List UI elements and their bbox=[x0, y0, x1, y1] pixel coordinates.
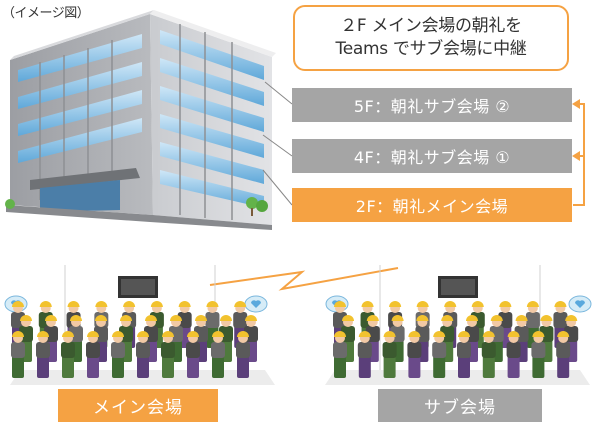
relay-arrows bbox=[572, 99, 585, 206]
worker-figure bbox=[36, 331, 50, 378]
worker-figure bbox=[161, 331, 175, 378]
worker-figure bbox=[111, 331, 125, 378]
venue-label-sub: サブ会場 bbox=[378, 389, 542, 422]
diagram-caption: （イメージ図） bbox=[2, 6, 90, 21]
worker-figure bbox=[556, 331, 571, 378]
worker-figure bbox=[553, 301, 568, 348]
office-building-illustration bbox=[5, 10, 276, 230]
floor-label-5f: 5F：朝礼サブ会場 ② bbox=[292, 88, 572, 122]
worker-figure bbox=[457, 331, 471, 378]
streaming-link-icon bbox=[209, 267, 399, 291]
worker-figure bbox=[407, 331, 422, 378]
worker-figure bbox=[186, 331, 200, 378]
floor-connector-lines bbox=[262, 81, 293, 206]
worker-figure bbox=[333, 331, 347, 378]
worker-figure bbox=[531, 331, 546, 378]
worker-figure bbox=[61, 331, 75, 378]
worker-figure bbox=[236, 331, 250, 378]
workers-sub-group bbox=[333, 301, 579, 378]
worker-figure bbox=[211, 331, 225, 378]
worker-figure bbox=[11, 331, 25, 378]
worker-figure bbox=[86, 331, 100, 378]
worker-figure bbox=[506, 331, 521, 378]
worker-figure bbox=[432, 331, 447, 378]
venue-label-main: メイン会場 bbox=[58, 389, 218, 422]
workers-main-group bbox=[11, 301, 258, 378]
worker-figure bbox=[481, 331, 496, 378]
floor-label-4f: 4F：朝礼サブ会場 ① bbox=[292, 139, 572, 173]
callout-line-1: ２F メイン会場の朝礼を bbox=[340, 16, 522, 36]
floor-label-2f: 2F：朝礼メイン会場 bbox=[292, 188, 572, 222]
relay-callout-box: ２F メイン会場の朝礼を Teams でサブ会場に中継 bbox=[293, 5, 569, 71]
callout-line-2: Teams でサブ会場に中継 bbox=[335, 39, 527, 59]
worker-figure bbox=[382, 331, 397, 378]
worker-figure bbox=[136, 331, 150, 378]
worker-figure bbox=[357, 331, 372, 378]
